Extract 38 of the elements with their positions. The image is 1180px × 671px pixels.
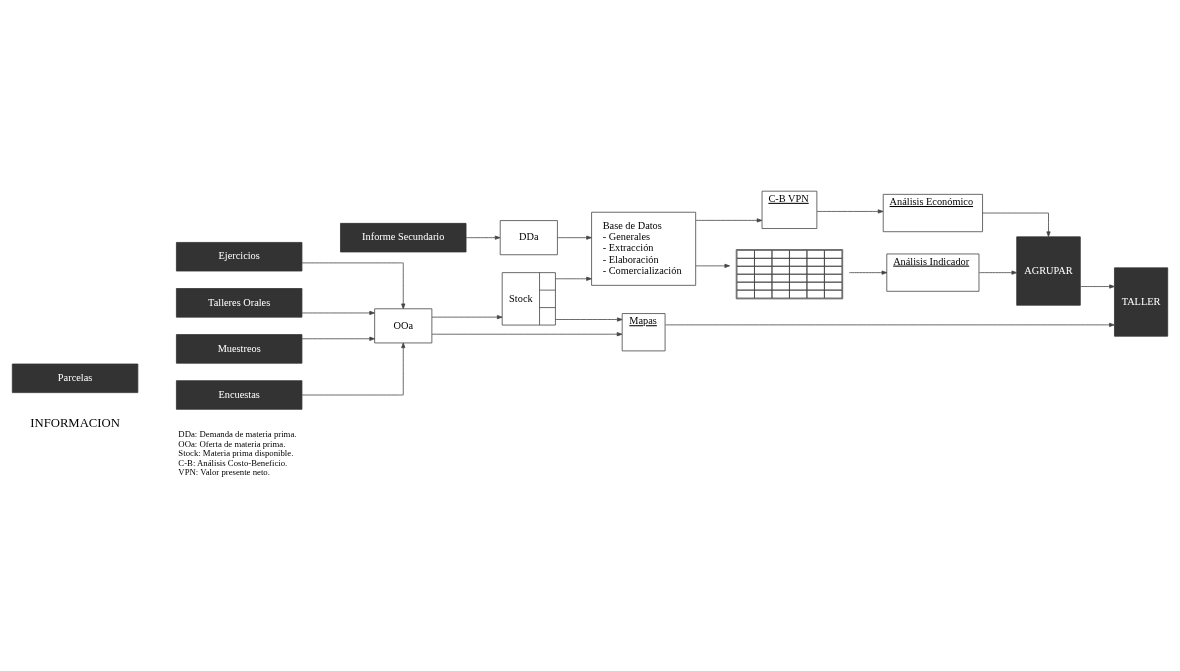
arrow — [431, 314, 503, 319]
node-box: Análisis Económico — [882, 193, 983, 232]
arrow — [465, 235, 501, 240]
node-box: Ejercicios — [176, 241, 303, 271]
node-box: AGRUPAR — [1016, 235, 1081, 306]
node-box: TALLER — [1114, 266, 1169, 337]
node-box: Informe Secundario — [340, 222, 467, 252]
node-box: Mapas — [621, 312, 666, 351]
arrow — [695, 217, 763, 222]
arrow — [816, 208, 884, 213]
node-box: DDa — [499, 219, 558, 255]
arrow — [557, 235, 592, 240]
arrow — [848, 270, 888, 275]
label: C-B: Análisis Costo-Beneficio. — [178, 457, 288, 468]
node-box: Talleres Orales — [176, 287, 303, 318]
arrow — [555, 316, 623, 322]
node-box: C-B VPN — [761, 190, 818, 229]
node-box: Análisis Indicador — [886, 253, 980, 292]
arrow — [982, 212, 1051, 237]
label: INFORMACION — [30, 415, 120, 430]
label: Stock: Materia prima disponible. — [178, 447, 294, 458]
arrow — [301, 310, 375, 315]
node-box: Parcelas — [11, 363, 139, 393]
arrow — [1079, 283, 1115, 289]
arrow — [664, 322, 1115, 327]
label: DDa: Demanda de materia prima. — [178, 428, 297, 439]
arrow — [301, 336, 375, 341]
arrow — [301, 262, 406, 309]
label: VPN: Valor presente neto. — [178, 466, 270, 477]
arrow — [555, 276, 592, 281]
node-box: Muestreos — [176, 333, 303, 364]
arrow — [695, 263, 731, 268]
arrow — [431, 331, 623, 336]
node-box: Encuestas — [176, 379, 303, 410]
arrow — [301, 342, 406, 395]
node-box: OOa — [374, 307, 433, 343]
node-box: Base de Datos - Generales - Extracción - Elaboración - Comercialización — [591, 211, 697, 286]
arrow — [978, 270, 1018, 275]
